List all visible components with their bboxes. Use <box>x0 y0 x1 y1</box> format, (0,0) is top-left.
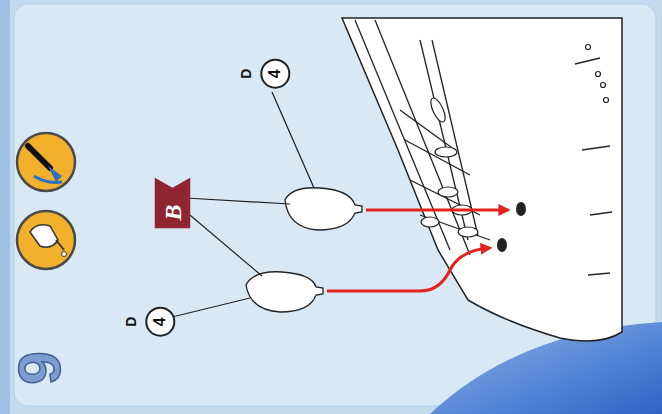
callout-number: D4 <box>124 307 175 337</box>
hull-holes <box>586 45 609 103</box>
callout-number: D4 <box>239 59 290 89</box>
mount-hole <box>497 238 507 252</box>
part-code: D <box>239 69 254 79</box>
callout-number: 4 <box>268 70 284 79</box>
paint-icon <box>17 133 75 191</box>
assembly-arrow <box>366 209 508 212</box>
part-letter-flag: B <box>154 178 190 229</box>
hull-details <box>355 20 612 275</box>
flag-shape <box>154 178 190 229</box>
part-letter: B <box>160 178 184 221</box>
step-number: 9 <box>10 351 70 384</box>
mount-hole <box>516 202 526 216</box>
part <box>246 272 323 312</box>
step-number: 9 <box>10 351 70 384</box>
callout-number: 4 <box>153 318 169 327</box>
callout-circle: 4 <box>261 59 291 89</box>
part-code: D <box>124 317 139 327</box>
part <box>285 188 362 230</box>
callout-circle: 4 <box>146 307 176 337</box>
blue-sweep <box>430 322 662 414</box>
side-strip <box>0 0 10 414</box>
flag-shape <box>154 178 190 229</box>
glue-icon <box>17 211 75 269</box>
propellers <box>421 96 478 237</box>
assembly-arrow <box>327 248 490 291</box>
